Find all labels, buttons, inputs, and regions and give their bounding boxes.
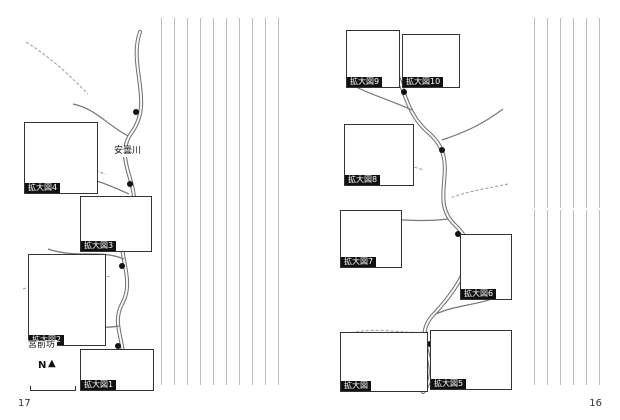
right-page: 拡大図9 拡大図10 拡大図8 拡大図7 拡大図6 拡大図5 拡大図	[310, 0, 620, 420]
callout-label: 拡大図5	[431, 379, 467, 389]
right-text-block-upper	[522, 18, 604, 208]
callout-10: 拡大図10	[402, 34, 460, 88]
river-label-text: 安曇川	[114, 146, 142, 156]
callout-4: 拡大図4	[24, 122, 98, 194]
map-scale	[30, 386, 76, 391]
callout-label: 拡大図6	[461, 289, 497, 299]
left-page: 安曇川 拡大図4 拡大図3 拡大図2 拡大図1 ▲ N 宮前坊 17	[18, 14, 285, 409]
left-text-block	[160, 18, 285, 228]
callout-label: 拡大図4	[25, 183, 61, 193]
callout-2: 拡大図2	[28, 254, 106, 346]
callout-5: 拡大図5	[430, 330, 512, 390]
right-map: 拡大図9 拡大図10 拡大図8 拡大図7 拡大図6 拡大図5 拡大図	[338, 14, 513, 396]
north-arrow-icon: ▲	[48, 358, 56, 369]
river-label: 安曇川	[112, 146, 144, 157]
page-number-left: 17	[18, 398, 31, 409]
callout-9: 拡大図9	[346, 30, 400, 88]
callout-label: 拡大図8	[345, 175, 381, 185]
callout-label: 拡大図	[341, 381, 371, 391]
right-text-block-lower	[522, 210, 604, 385]
callout-generic: 拡大図	[340, 332, 428, 392]
north-label: N	[38, 360, 47, 371]
callout-label: 拡大図3	[81, 241, 117, 251]
place-label-text: 宮前坊	[28, 340, 56, 350]
page-number-right: 16	[589, 398, 602, 409]
place-label: 宮前坊	[26, 340, 58, 351]
left-map: 安曇川 拡大図4 拡大図3 拡大図2 拡大図1 ▲ N 宮前坊	[18, 14, 160, 396]
callout-label: 拡大図9	[347, 77, 383, 87]
callout-label: 拡大図10	[403, 77, 444, 87]
callout-3: 拡大図3	[80, 196, 152, 252]
callout-6: 拡大図6	[460, 234, 512, 300]
callout-1: 拡大図1	[80, 349, 154, 391]
left-text-block-lower	[160, 225, 285, 385]
callout-label: 拡大図7	[341, 257, 377, 267]
callout-7: 拡大図7	[340, 210, 402, 268]
callout-label: 拡大図1	[81, 380, 117, 390]
callout-8: 拡大図8	[344, 124, 414, 186]
